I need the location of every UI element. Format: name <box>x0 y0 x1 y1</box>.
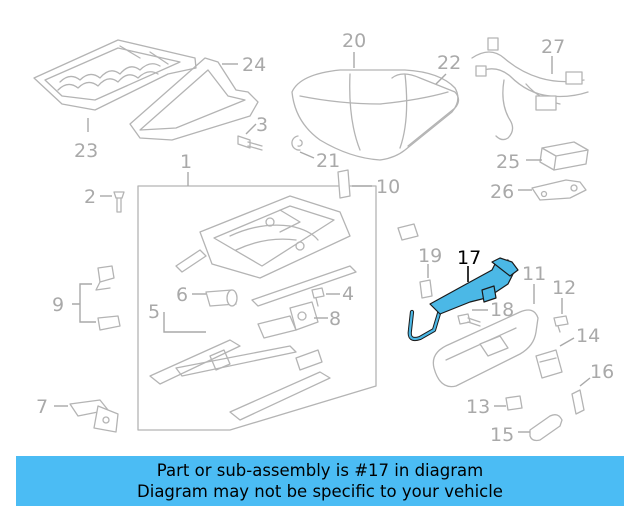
label-15: 15 <box>490 424 514 446</box>
label-4: 4 <box>342 283 354 305</box>
label-6: 6 <box>176 284 188 306</box>
part-15-cover <box>529 414 563 442</box>
lead-5 <box>163 312 206 333</box>
label-14: 14 <box>576 325 600 347</box>
label-18: 18 <box>490 299 514 321</box>
label-16: 16 <box>590 361 614 383</box>
label-5: 5 <box>148 301 160 323</box>
label-19: 19 <box>418 245 442 267</box>
part-16-knob <box>571 389 585 415</box>
part-21-clip <box>291 135 303 151</box>
part-13-piece <box>505 395 523 411</box>
part-17-highlighted <box>407 257 519 342</box>
label-13: 13 <box>466 396 490 418</box>
lead-22 <box>435 73 447 85</box>
label-27: 27 <box>541 36 565 58</box>
label-7: 7 <box>36 396 48 418</box>
seat-frame <box>175 195 357 307</box>
part-23-heater-mat <box>33 39 197 111</box>
part-4-clip <box>311 287 325 307</box>
part-27-wiring-harness <box>471 37 589 141</box>
label-22: 22 <box>437 52 461 74</box>
part-7-latch <box>69 399 119 433</box>
label-11: 11 <box>522 263 546 285</box>
part-1-frame-box <box>137 185 377 431</box>
lead-14 <box>559 337 575 347</box>
label-9: 9 <box>52 294 64 316</box>
label-17: 17 <box>457 247 481 269</box>
part-11-side-trim <box>432 309 539 388</box>
part-18-bolt <box>457 313 481 327</box>
part-8-motor <box>257 301 319 339</box>
label-1: 1 <box>180 151 192 173</box>
banner-line-1: Part or sub-assembly is #17 in diagram <box>156 461 484 480</box>
part-9-brackets <box>95 265 121 331</box>
part-20-seat-cushion <box>291 69 459 161</box>
banner-line-2: Diagram may not be specific to your vehi… <box>137 482 503 501</box>
part-22-cushion-cover <box>391 73 460 147</box>
part-10-brackets <box>337 169 419 241</box>
part-2-screw <box>113 191 125 213</box>
part-6-motor <box>205 289 238 307</box>
part-19-switch <box>419 279 433 299</box>
label-2: 2 <box>84 186 96 208</box>
label-8: 8 <box>329 308 341 330</box>
part-3-bolt <box>237 135 263 151</box>
lead-21 <box>299 151 315 159</box>
part-12-clip <box>553 315 569 333</box>
label-3: 3 <box>256 114 268 136</box>
lead-16 <box>579 377 591 387</box>
lead-3 <box>245 123 257 135</box>
info-banner: Part or sub-assembly is #17 in diagram D… <box>16 456 624 506</box>
part-26-bracket <box>531 179 587 201</box>
part-5-seat-track <box>149 339 331 421</box>
label-25: 25 <box>496 151 520 173</box>
label-24: 24 <box>242 54 266 76</box>
label-20: 20 <box>342 30 366 52</box>
label-23: 23 <box>74 140 98 162</box>
part-14-switch <box>535 349 563 379</box>
lead-9 <box>72 283 96 323</box>
label-10: 10 <box>376 176 400 198</box>
part-25-module <box>539 141 589 171</box>
part-24-pad <box>129 57 259 141</box>
label-21: 21 <box>316 150 340 172</box>
label-12: 12 <box>552 277 576 299</box>
label-26: 26 <box>490 181 514 203</box>
